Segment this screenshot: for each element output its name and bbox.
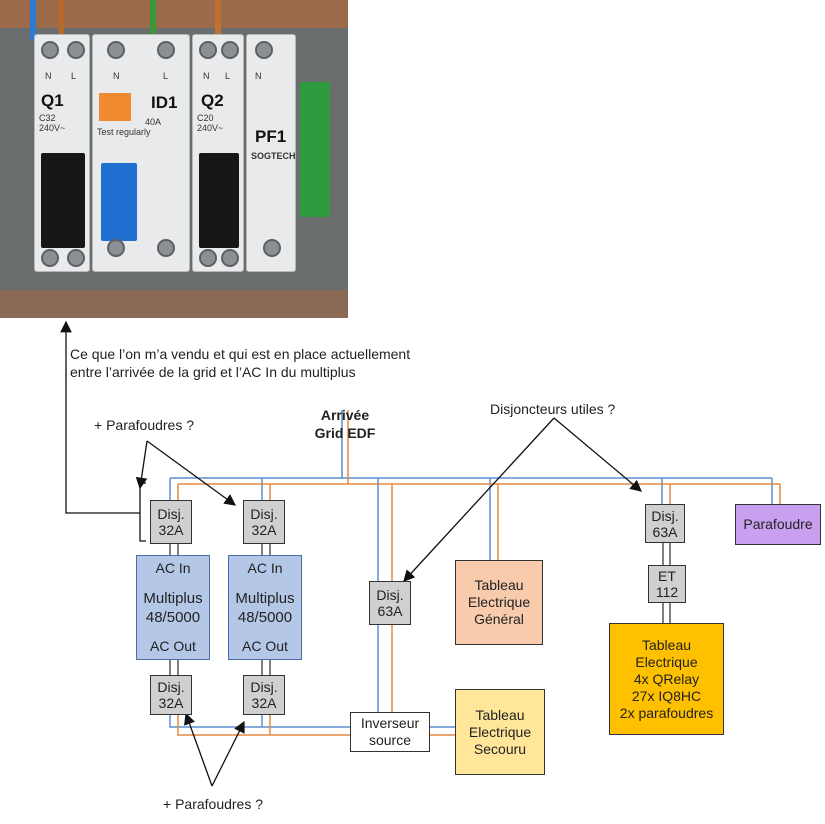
- disjoncteurs-utiles-label: Disjoncteurs utiles ?: [490, 401, 616, 417]
- disj-32a-out-2: Disj.32A: [243, 675, 285, 715]
- disj-63a-mid: Disj.63A: [369, 581, 411, 625]
- parafoudre-box: Parafoudre: [735, 504, 821, 545]
- disj-32a-out-1: Disj.32A: [150, 675, 192, 715]
- wire-meter-chain: [169, 543, 671, 675]
- terminal-block: [300, 82, 330, 217]
- disj-32a-in-2: Disj.32A: [243, 500, 285, 544]
- breaker-q2: N L Q2 C20 240V~: [192, 34, 244, 272]
- disj-32a-in-1: Disj.32A: [150, 500, 192, 544]
- disj-63a-right: Disj.63A: [645, 504, 685, 543]
- photo-caption: Ce que l’on m’a vendu et qui est en plac…: [70, 346, 411, 380]
- parafoudres-bottom-label: + Parafoudres ?: [163, 796, 264, 812]
- grid-arrival-label: Arrivée Grid EDF: [314, 407, 376, 441]
- parafoudres-top-arrows: [135, 440, 237, 506]
- surge-protector-pf1: N PF1 SOGTECH: [246, 34, 296, 272]
- breaker-q1: N L Q1 C32 240V~: [34, 34, 90, 272]
- breaker-panel-photo: N L Q1 C32 240V~ N L ID1 40A Test regula…: [0, 0, 348, 318]
- disjoncteurs-utiles-arrows: [403, 417, 642, 582]
- parafoudres-top-label: + Parafoudres ?: [94, 417, 195, 433]
- wire-blue: [169, 410, 773, 728]
- wire-orange: [177, 410, 781, 736]
- breaker-id1: N L ID1 40A Test regularly: [92, 34, 190, 272]
- parafoudres-bottom-arrows: [184, 712, 245, 787]
